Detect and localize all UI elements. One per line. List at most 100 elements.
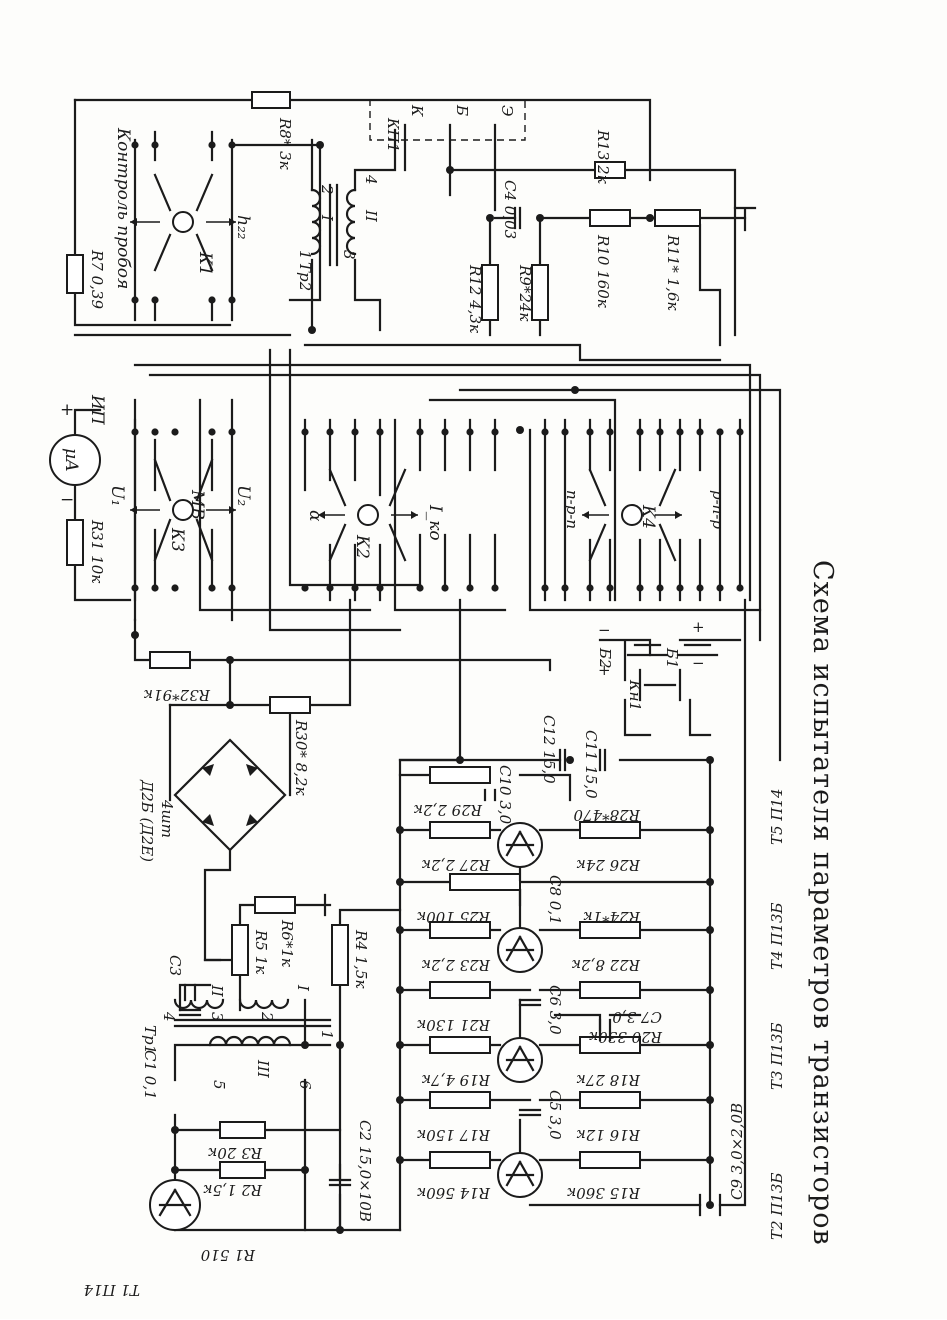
- socket-pin-e: Э: [498, 105, 516, 116]
- label-r13: R13 2к: [594, 129, 612, 184]
- meter-minus: −: [60, 490, 74, 510]
- label-t3: T3 П13Б: [768, 1022, 786, 1090]
- label-r19: R19 4,7к: [422, 1071, 491, 1089]
- label-t5: T5 П14: [768, 789, 786, 845]
- label-r12: R12 4,3к: [466, 264, 484, 333]
- label-k4: К4: [638, 504, 658, 529]
- label-c3: C3: [166, 955, 184, 976]
- label-alpha: α: [305, 510, 325, 522]
- tr1-winding-1: I: [294, 984, 312, 992]
- label-r18: R18 27к: [577, 1071, 641, 1089]
- meter-plus: +: [60, 400, 74, 420]
- battery-b2: Б2: [596, 647, 614, 669]
- tr1-pin-3: 3: [208, 1012, 226, 1022]
- switch-contacts: [130, 141, 744, 592]
- switch-labels: К1 Контроль пробоя h₂₂ К3 МВ U₁ U₂ К2 α …: [107, 127, 727, 559]
- socket-labels: КП1 К Б Э: [384, 104, 516, 152]
- label-kontrol-proboya: Контроль пробоя: [113, 127, 133, 289]
- button-kn1: Кн1: [626, 679, 644, 711]
- label-r23: R23 2,2к: [422, 956, 491, 974]
- label-r28: R28*470: [573, 806, 641, 824]
- label-r30: R30* 8,2к: [292, 719, 310, 796]
- transistors: [149, 822, 543, 1231]
- tr1-name: Тр1: [141, 1025, 159, 1054]
- label-r15: R15 360к: [567, 1184, 641, 1202]
- label-r6: R6*1к: [278, 919, 296, 967]
- label-c11: C11 15,0: [582, 730, 600, 799]
- label-r27: R27 2,2к: [422, 856, 491, 874]
- battery-b2-minus: −: [598, 621, 611, 639]
- label-r4: R4 1,5к: [352, 929, 370, 988]
- label-u2: U₂: [233, 485, 253, 506]
- label-r1: R1 510: [200, 1246, 256, 1264]
- battery-b1: Б1: [663, 647, 681, 669]
- figure-caption: Схема испытателя параметров транзисторов: [807, 560, 838, 1246]
- label-r22: R22 8,2к: [572, 956, 641, 974]
- label-r26: R26 24к: [577, 856, 641, 874]
- tr2-pin-2: 2: [318, 184, 336, 195]
- meter-labels: μА ИП + −: [60, 394, 107, 510]
- meter-and-sources: [49, 434, 719, 702]
- label-mv: МВ: [187, 489, 207, 520]
- label-h22: h₂₂: [233, 215, 253, 240]
- diode-bridge: [202, 764, 258, 826]
- tr2-pin-1: 1: [296, 250, 314, 260]
- label-c2: C2 15,0×10В: [356, 1120, 374, 1222]
- label-r11: R11* 1,6к: [664, 234, 682, 311]
- label-r2: R2 1,5к: [204, 1181, 263, 1199]
- tr1-winding-2: II: [208, 984, 226, 998]
- label-c10: C10 3,0: [496, 765, 514, 825]
- wiring: [73, 98, 782, 1232]
- socket-pin-k: К: [408, 104, 426, 117]
- label-r21: R21 130к: [417, 1016, 491, 1034]
- capacitor-plates: [178, 206, 722, 1217]
- label-c12: C12 15,0: [540, 715, 558, 784]
- label-r25: R25 100к: [417, 908, 491, 926]
- meter-symbol: μА: [61, 448, 81, 472]
- label-r8: R8* 3к: [276, 117, 294, 170]
- label-r10: R10 160к: [594, 234, 612, 308]
- meter-name: ИП: [87, 394, 107, 426]
- battery-labels: Б1 + − Б2 + − Кн1: [596, 618, 705, 711]
- label-c5: C5 3,0: [546, 1090, 564, 1140]
- tr2-winding-2: II: [362, 209, 380, 223]
- tr2-winding-1: I: [318, 214, 336, 222]
- label-r5: R5 1к: [252, 929, 270, 974]
- label-c1: C1 0,1: [141, 1050, 159, 1100]
- label-c4: C4 0,03: [501, 180, 519, 239]
- tr1-pin-2: 2: [258, 1011, 276, 1022]
- label-r9: R9*24к: [516, 264, 534, 321]
- label-r16: R16 12к: [577, 1126, 641, 1144]
- battery-b2-plus: +: [598, 661, 611, 679]
- label-r32: R32*91к: [144, 686, 211, 704]
- tr1-winding-3: III: [254, 1059, 272, 1079]
- bridge-count: 4шт: [158, 799, 176, 838]
- socket-pin-b: Б: [453, 104, 471, 116]
- label-t2: T2 П13Б: [768, 1172, 786, 1240]
- resistor-labels: R1 510 R2 1,5к R3 20к R4 1,5к R5 1к R6*1…: [88, 117, 682, 1264]
- battery-b1-minus: −: [692, 654, 705, 672]
- label-c6: C6 3,0: [546, 985, 564, 1035]
- tr2-name: Тр2: [296, 262, 314, 291]
- label-npn: n-p-n: [563, 490, 581, 529]
- junction-dots: [131, 141, 714, 1234]
- label-iko: I_ко: [425, 504, 445, 541]
- transistor-labels: T1 П14 T2 П13Б T3 П13Б T4 П13Б T5 П14: [84, 789, 786, 1299]
- label-c9: C9 3,0×2,0В: [728, 1103, 746, 1200]
- label-t1: T1 П14: [84, 1281, 140, 1299]
- label-pnp: p-n-p: [709, 490, 727, 529]
- bridge-labels: Д2Б (Д2Е) 4шт: [138, 779, 176, 862]
- label-r29: R29 2,2к: [414, 801, 483, 819]
- label-r24: R24*1к: [584, 908, 641, 926]
- tr2-pin-4: 4: [362, 174, 380, 185]
- tr1-pin-1: 1: [318, 1030, 336, 1040]
- label-k3: К3: [167, 527, 187, 552]
- label-r20: R20 330к: [589, 1028, 663, 1046]
- label-r14: R14 560к: [417, 1184, 491, 1202]
- bridge-label: Д2Б (Д2Е): [138, 779, 156, 862]
- transformer-labels: Тр2 I II 1 2 3 4 Тр1 I II III 1 2 3 4 5 …: [141, 174, 380, 1090]
- tr2-pin-3: 3: [340, 250, 358, 260]
- label-c8: C8 0,1: [546, 875, 564, 925]
